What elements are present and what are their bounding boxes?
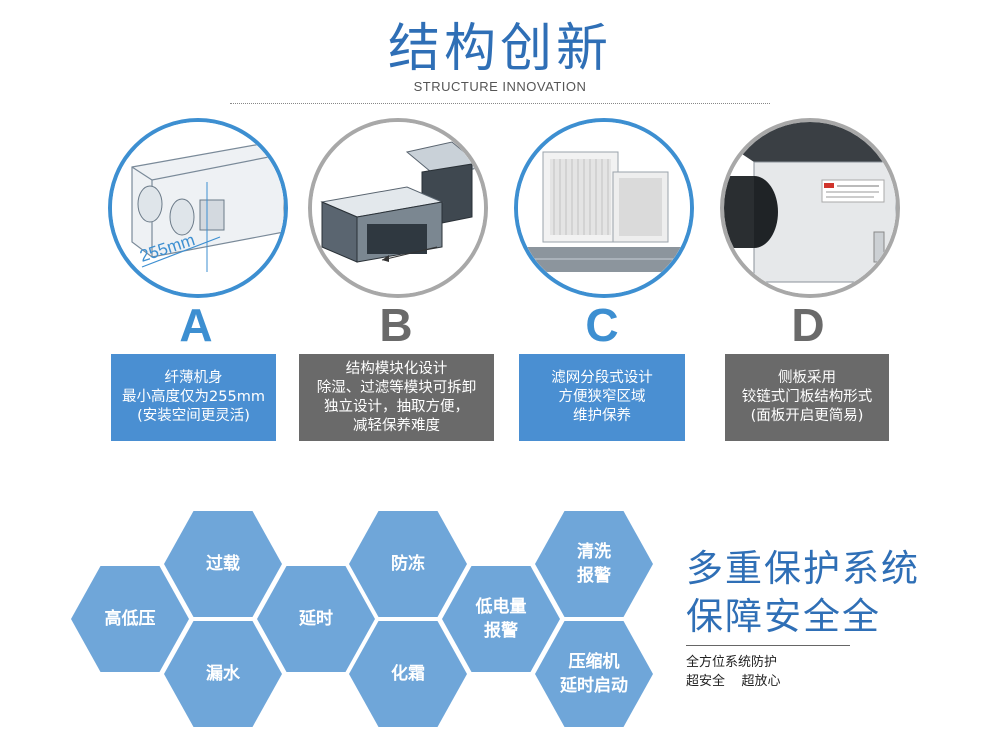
hex-water-leak: 漏水 (164, 621, 282, 727)
feature-a-image: 255mm (108, 118, 288, 298)
hex-delay: 延时 (257, 566, 375, 672)
hex-antifreeze: 防冻 (349, 511, 467, 617)
protection-title-line1: 多重保护系统 (686, 547, 920, 590)
feature-b-letter: B (379, 299, 413, 351)
filter-illustration (518, 122, 690, 294)
side-panel-illustration (724, 122, 896, 294)
hex-compressor-delay-start: 压缩机 延时启动 (535, 621, 653, 727)
dotted-divider (230, 103, 770, 104)
slim-unit-illustration: 255mm (112, 122, 284, 294)
feature-d-image (720, 118, 900, 298)
feature-b-description: 结构模块化设计 除湿、过滤等模块可拆卸 独立设计，抽取方便， 减轻保养难度 (299, 354, 494, 441)
feature-b-image (308, 118, 488, 298)
hex-low-battery-alarm: 低电量 报警 (442, 566, 560, 672)
feature-c-letter: C (585, 299, 619, 351)
feature-a-letter: A (179, 299, 213, 351)
protection-title-line2: 保障安全全 (686, 595, 881, 638)
page-title: 结构创新 (387, 19, 612, 79)
hex-cleaning-alarm: 清洗 报警 (535, 511, 653, 617)
modular-unit-illustration (312, 122, 484, 294)
feature-a-description: 纤薄机身 最小高度仅为255mm (安装空间更灵活) (111, 354, 276, 441)
hex-defrost: 化霜 (349, 621, 467, 727)
protection-desc-line2: 超安全 超放心 (686, 674, 781, 689)
protection-divider (686, 645, 850, 646)
feature-d-description: 侧板采用 铰链式门板结构形式 (面板开启更简易) (725, 354, 889, 441)
feature-c-description: 滤网分段式设计 方便狭窄区域 维护保养 (519, 354, 685, 441)
feature-d-letter: D (791, 299, 825, 351)
page-subtitle: STRUCTURE INNOVATION (413, 79, 587, 94)
protection-desc-line1: 全方位系统防护 (686, 655, 778, 670)
hex-high-low-pressure: 高低压 (71, 566, 189, 672)
hex-overload: 过载 (164, 511, 282, 617)
feature-c-image (514, 118, 694, 298)
